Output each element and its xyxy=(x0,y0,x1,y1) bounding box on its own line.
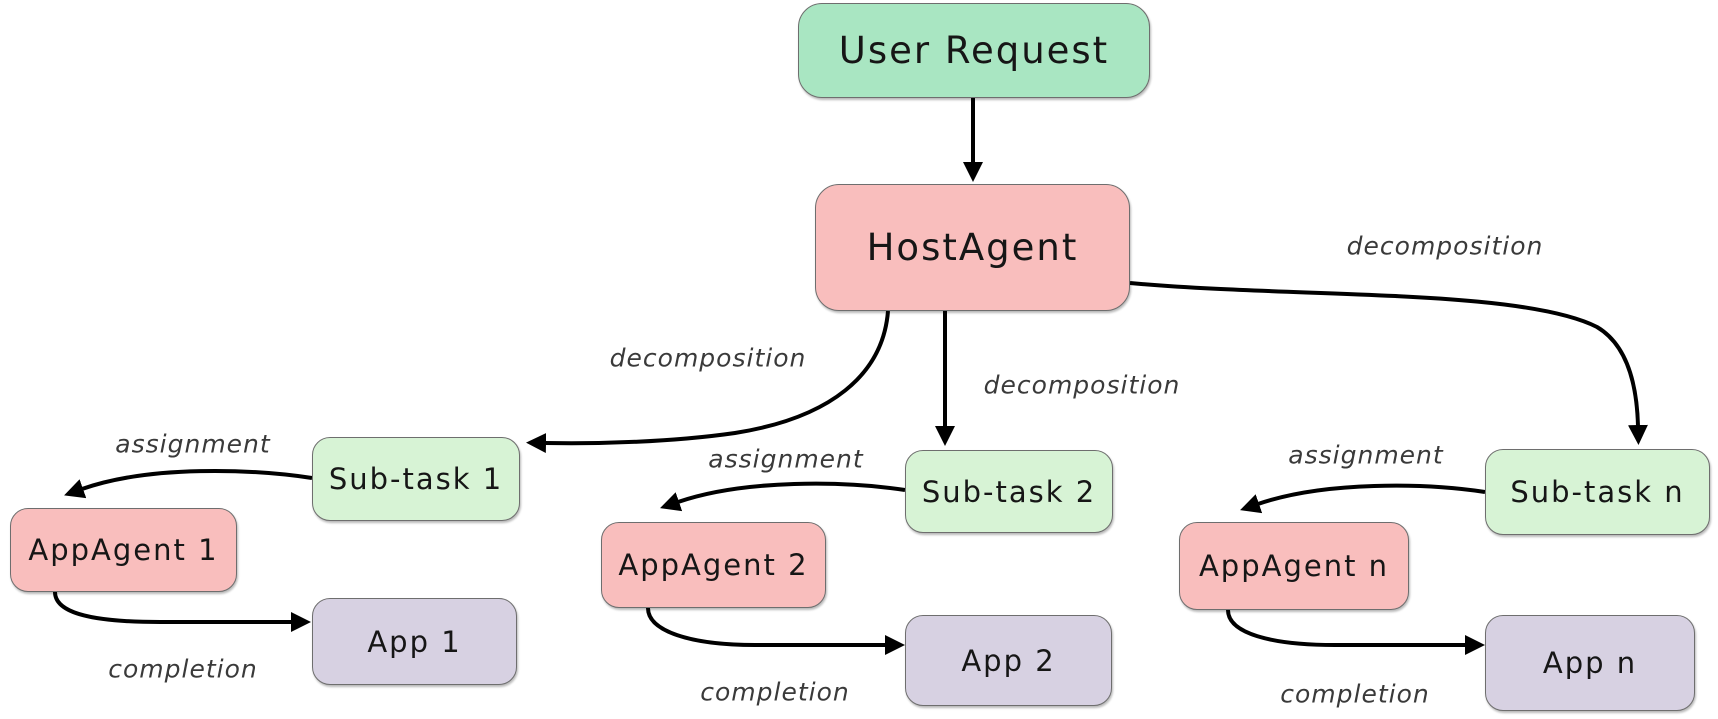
arrow-decomposition-1 xyxy=(526,310,890,454)
edge-label-decomposition-2: decomposition xyxy=(983,370,1181,400)
node-app-1: App 1 xyxy=(312,598,517,685)
arrow-completion-3 xyxy=(1226,609,1485,655)
edge-label-decomposition-1: decomposition xyxy=(609,343,807,373)
edge-label-assignment-1: assignment xyxy=(115,429,271,459)
edge-label-assignment-3: assignment xyxy=(1288,440,1444,470)
edge-label-completion-3: completion xyxy=(1280,679,1430,709)
arrow-completion-1 xyxy=(53,591,311,632)
edge-label-decomposition-3: decomposition xyxy=(1346,231,1544,261)
node-subtask-2: Sub-task 2 xyxy=(905,450,1113,533)
node-appagent-n: AppAgent n xyxy=(1179,522,1409,610)
arrow-assignment-1 xyxy=(64,468,313,499)
node-subtask-1: Sub-task 1 xyxy=(312,437,520,521)
arrow-completion-2 xyxy=(646,607,905,655)
edge-label-completion-2: completion xyxy=(700,677,850,707)
node-subtask-n: Sub-task n xyxy=(1485,449,1710,535)
node-user-request: User Request xyxy=(798,3,1150,98)
node-appagent-2: AppAgent 2 xyxy=(601,522,826,608)
edge-label-assignment-2: assignment xyxy=(708,444,864,474)
arrow-decomposition-3 xyxy=(1129,281,1648,445)
node-app-n: App n xyxy=(1485,615,1695,711)
arrow-assignment-2 xyxy=(660,481,906,512)
edge-label-completion-1: completion xyxy=(108,654,258,684)
node-appagent-1: AppAgent 1 xyxy=(10,508,237,592)
node-host-agent: HostAgent xyxy=(815,184,1130,311)
node-app-2: App 2 xyxy=(905,615,1112,706)
arrow-assignment-3 xyxy=(1240,483,1486,514)
